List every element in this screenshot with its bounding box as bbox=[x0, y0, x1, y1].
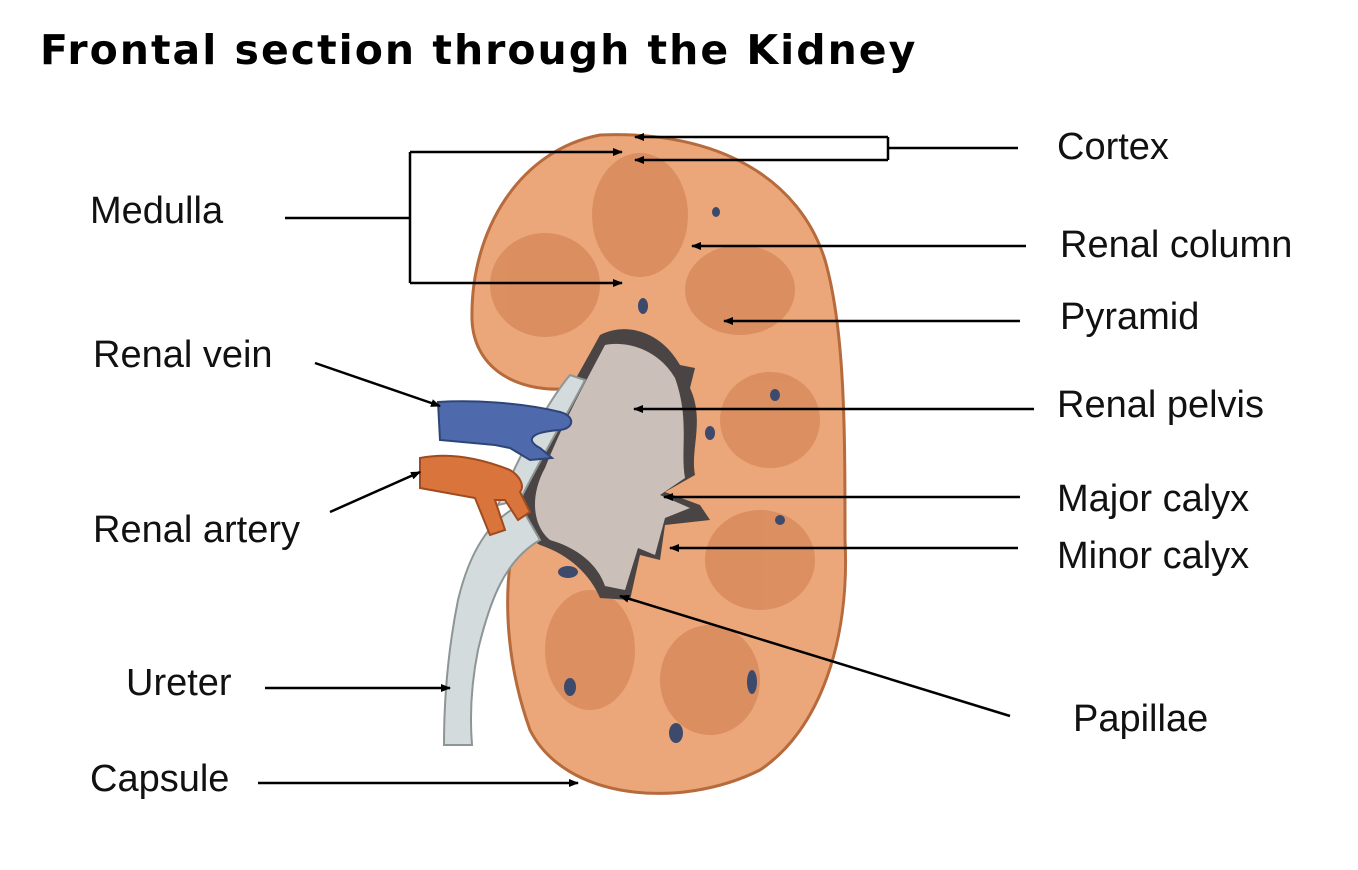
vessel-dot bbox=[638, 298, 648, 314]
label-renal-pelvis: Renal pelvis bbox=[1057, 384, 1264, 426]
label-major-calyx: Major calyx bbox=[1057, 478, 1250, 520]
vessel-dot bbox=[564, 678, 576, 696]
diagram-title: Frontal section through the Kidney bbox=[40, 26, 918, 74]
pyramid-1 bbox=[592, 153, 688, 277]
renal-vein-shape bbox=[436, 400, 573, 462]
papillae-leader bbox=[619, 594, 1011, 718]
vessel-dot bbox=[712, 207, 720, 217]
vessel-dot bbox=[775, 515, 785, 525]
label-minor-calyx: Minor calyx bbox=[1057, 535, 1250, 577]
vessel-dot bbox=[669, 723, 683, 743]
renal-vein-leader bbox=[314, 361, 441, 408]
label-renal-column: Renal column bbox=[1060, 224, 1293, 266]
pyramid-2 bbox=[490, 233, 600, 337]
renal-artery-leader bbox=[329, 470, 421, 514]
vessel-dot bbox=[747, 670, 757, 694]
pyramid-3 bbox=[685, 245, 795, 335]
leader-lines bbox=[258, 133, 1034, 787]
label-renal-vein: Renal vein bbox=[93, 334, 273, 376]
label-ureter: Ureter bbox=[126, 662, 232, 704]
pyramid-4 bbox=[720, 372, 820, 468]
interlobar-vessels bbox=[558, 207, 785, 743]
renal-artery-shape bbox=[419, 454, 532, 537]
kidney-section bbox=[470, 133, 848, 795]
label-renal-artery: Renal artery bbox=[93, 509, 300, 551]
vessel-dot bbox=[770, 389, 780, 401]
label-capsule: Capsule bbox=[90, 758, 230, 800]
label-pyramid: Pyramid bbox=[1060, 296, 1200, 338]
vessel-dot bbox=[705, 426, 715, 440]
label-papillae: Papillae bbox=[1073, 698, 1209, 740]
pyramids bbox=[490, 153, 820, 735]
ureter-shape bbox=[442, 503, 542, 746]
pyramid-6 bbox=[545, 590, 635, 710]
label-medulla: Medulla bbox=[90, 190, 224, 232]
renal-pelvis-shape bbox=[534, 343, 690, 590]
vessel-dot bbox=[558, 566, 578, 578]
pyramid-5 bbox=[705, 510, 815, 610]
pyramid-7 bbox=[660, 625, 760, 735]
label-cortex: Cortex bbox=[1057, 126, 1169, 168]
